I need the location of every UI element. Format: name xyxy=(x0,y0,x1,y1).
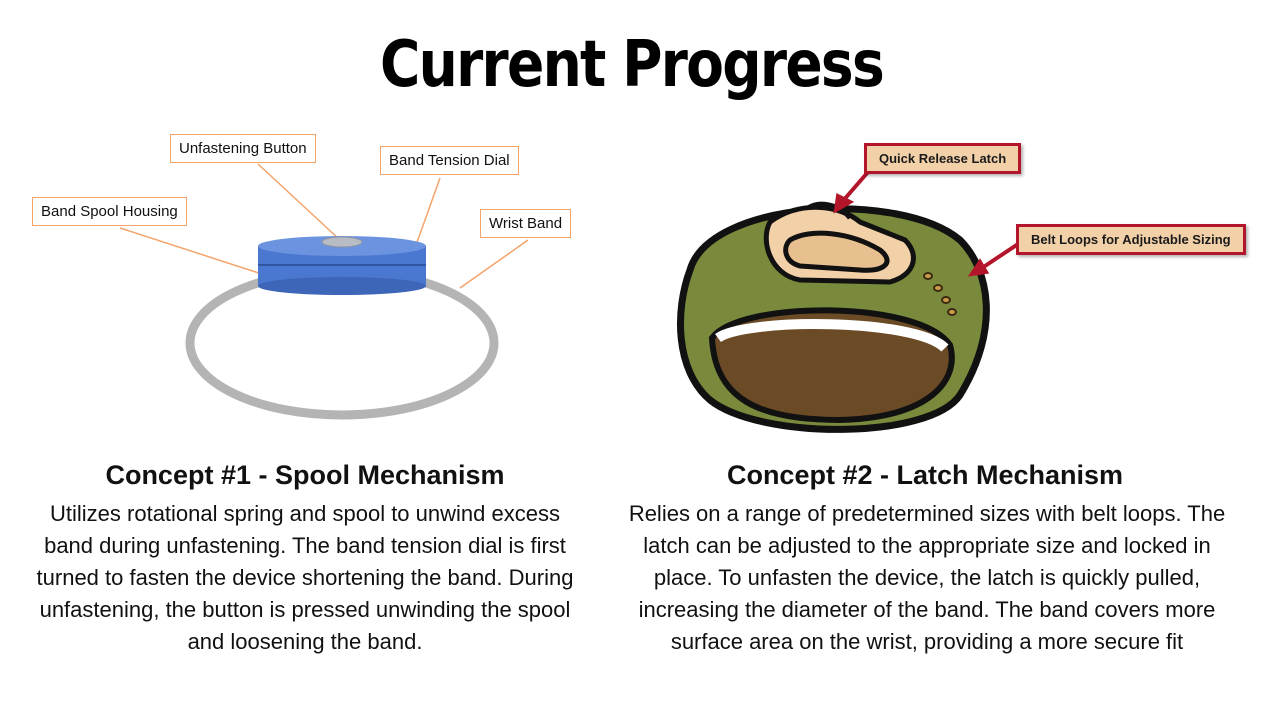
page-title: Current Progress xyxy=(379,28,885,102)
concept2-description: Relies on a range of predetermined sizes… xyxy=(628,501,1226,654)
concept1-description: Utilizes rotational spring and spool to … xyxy=(36,501,574,654)
spool-mechanism-diagram xyxy=(119,163,529,420)
label-belt-loops: Belt Loops for Adjustable Sizing xyxy=(1016,224,1246,255)
leader-band-spool-housing xyxy=(119,227,269,277)
callout-band-spool-housing: Band Spool Housing xyxy=(32,197,187,226)
arrow-belt-loops xyxy=(980,242,1020,270)
quick-release-latch xyxy=(763,201,916,285)
belt-loop-hole xyxy=(923,272,933,280)
callout-band-tension-dial: Band Tension Dial xyxy=(380,146,519,175)
unfastening-button-shape xyxy=(321,236,363,248)
callout-wrist-band: Wrist Band xyxy=(480,209,572,238)
leader-wrist-band xyxy=(459,239,529,289)
belt-loop-hole xyxy=(933,284,943,292)
leader-unfastening-button xyxy=(257,163,341,241)
belt-loop-hole xyxy=(941,296,951,304)
latch-band xyxy=(676,201,990,433)
concept2-heading: Concept #2 - Latch Mechanism xyxy=(726,460,1124,490)
concept1-heading: Concept #1 - Spool Mechanism xyxy=(105,460,505,490)
latch-mechanism-diagram xyxy=(676,170,1020,433)
arrow-quick-release-latch xyxy=(840,170,870,204)
callout-unfastening-button: Unfastening Button xyxy=(170,134,316,163)
spool-housing xyxy=(258,236,426,295)
belt-loop-hole xyxy=(947,308,957,316)
label-quick-release-latch: Quick Release Latch xyxy=(864,143,1022,174)
